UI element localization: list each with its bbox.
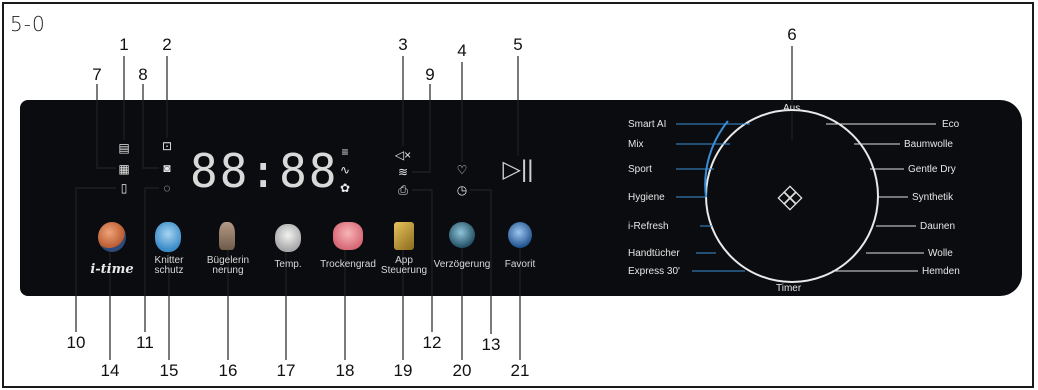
callout-13: 13: [481, 335, 501, 354]
program-baumwolle[interactable]: Baumwolle: [904, 139, 953, 150]
program-hygiene[interactable]: Hygiene: [628, 192, 665, 203]
callout-3: 3: [398, 35, 408, 54]
leader-line: [142, 84, 159, 169]
program-eco[interactable]: Eco: [942, 119, 960, 130]
callout-14: 14: [100, 361, 120, 380]
temp-label: Temp.: [274, 259, 302, 270]
verz-label: Verzögerung: [433, 259, 491, 270]
program-hemden[interactable]: Hemden: [922, 266, 960, 277]
callout-17: 17: [276, 361, 296, 380]
delay-icon[interactable]: [449, 222, 475, 248]
callout-4: 4: [457, 41, 467, 60]
callout-20: 20: [452, 361, 472, 380]
steam-icon: ◌: [163, 181, 171, 195]
callout-16: 16: [218, 361, 238, 380]
delay-clock-icon: ◷: [456, 183, 468, 197]
callout-18: 18: [335, 361, 355, 380]
program-i-refresh[interactable]: i-Refresh: [628, 221, 669, 232]
extra-rinse-icon: ▦: [118, 162, 130, 176]
callout-21: 21: [510, 361, 530, 380]
remote-start-icon: ⎙: [398, 183, 408, 197]
dial-top-label: Aus: [783, 103, 801, 114]
leader-line: [412, 189, 433, 332]
callout-15: 15: [159, 361, 179, 380]
anti-crease-icon[interactable]: [155, 222, 181, 252]
time-display: 88:88: [190, 144, 339, 198]
iron-icon: ≡: [341, 145, 349, 159]
leader-line: [470, 189, 492, 334]
callout-9: 9: [425, 65, 435, 84]
itime-label: i-time: [90, 262, 134, 277]
leader-line: [144, 187, 159, 332]
program-express-30[interactable]: Express 30': [628, 266, 680, 277]
mute-icon: ◁×: [394, 148, 412, 162]
app-label: App Steuerung: [380, 255, 428, 276]
wifi-icon: ≋: [397, 165, 409, 179]
dryness-level-icon[interactable]: [333, 222, 363, 250]
callout-8: 8: [138, 65, 148, 84]
callout-2: 2: [162, 35, 172, 54]
callout-6: 6: [787, 25, 797, 44]
itime-icon[interactable]: [98, 222, 126, 252]
leader-line: [96, 84, 116, 169]
drum-icon: ◙: [163, 161, 171, 175]
program-synthetik[interactable]: Synthetik: [912, 192, 954, 203]
dial-bottom-label: Timer: [776, 283, 802, 294]
lock-icon: ⊡: [161, 139, 173, 153]
program-handtuecher[interactable]: Handtücher: [628, 248, 680, 259]
callout-1: 1: [119, 35, 129, 54]
iron-reminder-icon[interactable]: [219, 222, 235, 250]
favorite-icon[interactable]: [508, 222, 532, 248]
favorit-label: Favorit: [504, 259, 536, 270]
program-gentle-dry[interactable]: Gentle Dry: [908, 164, 956, 175]
favorite-heart-icon: ♡: [456, 163, 468, 177]
callout-19: 19: [393, 361, 413, 380]
leader-line: [412, 84, 431, 173]
shirt-icon: ✿: [339, 181, 351, 195]
program-mix[interactable]: Mix: [628, 139, 644, 150]
temperature-icon[interactable]: [275, 224, 301, 252]
knitter-label: Knitter schutz: [154, 255, 184, 276]
leader-line: [75, 187, 116, 332]
control-panel: [20, 100, 1022, 296]
program-sport[interactable]: Sport: [628, 164, 652, 175]
callout-7: 7: [92, 65, 102, 84]
callout-5: 5: [513, 35, 523, 54]
program-smart-ai[interactable]: Smart AI: [628, 119, 667, 130]
program-daunen[interactable]: Daunen: [920, 221, 956, 232]
callout-10: 10: [66, 333, 86, 352]
dry-glass-icon: ▯: [120, 181, 128, 195]
app-control-icon[interactable]: [394, 222, 414, 250]
prewash-icon: ▤: [118, 141, 130, 155]
buegel-label: Bügelerin nerung: [206, 255, 250, 276]
trocken-label: Trockengrad: [320, 259, 376, 270]
callout-12: 12: [422, 333, 442, 352]
callout-11: 11: [136, 333, 154, 352]
figure-id: 5-0: [10, 12, 46, 36]
program-wolle[interactable]: Wolle: [928, 248, 953, 259]
spin-icon: ∿: [339, 163, 351, 177]
